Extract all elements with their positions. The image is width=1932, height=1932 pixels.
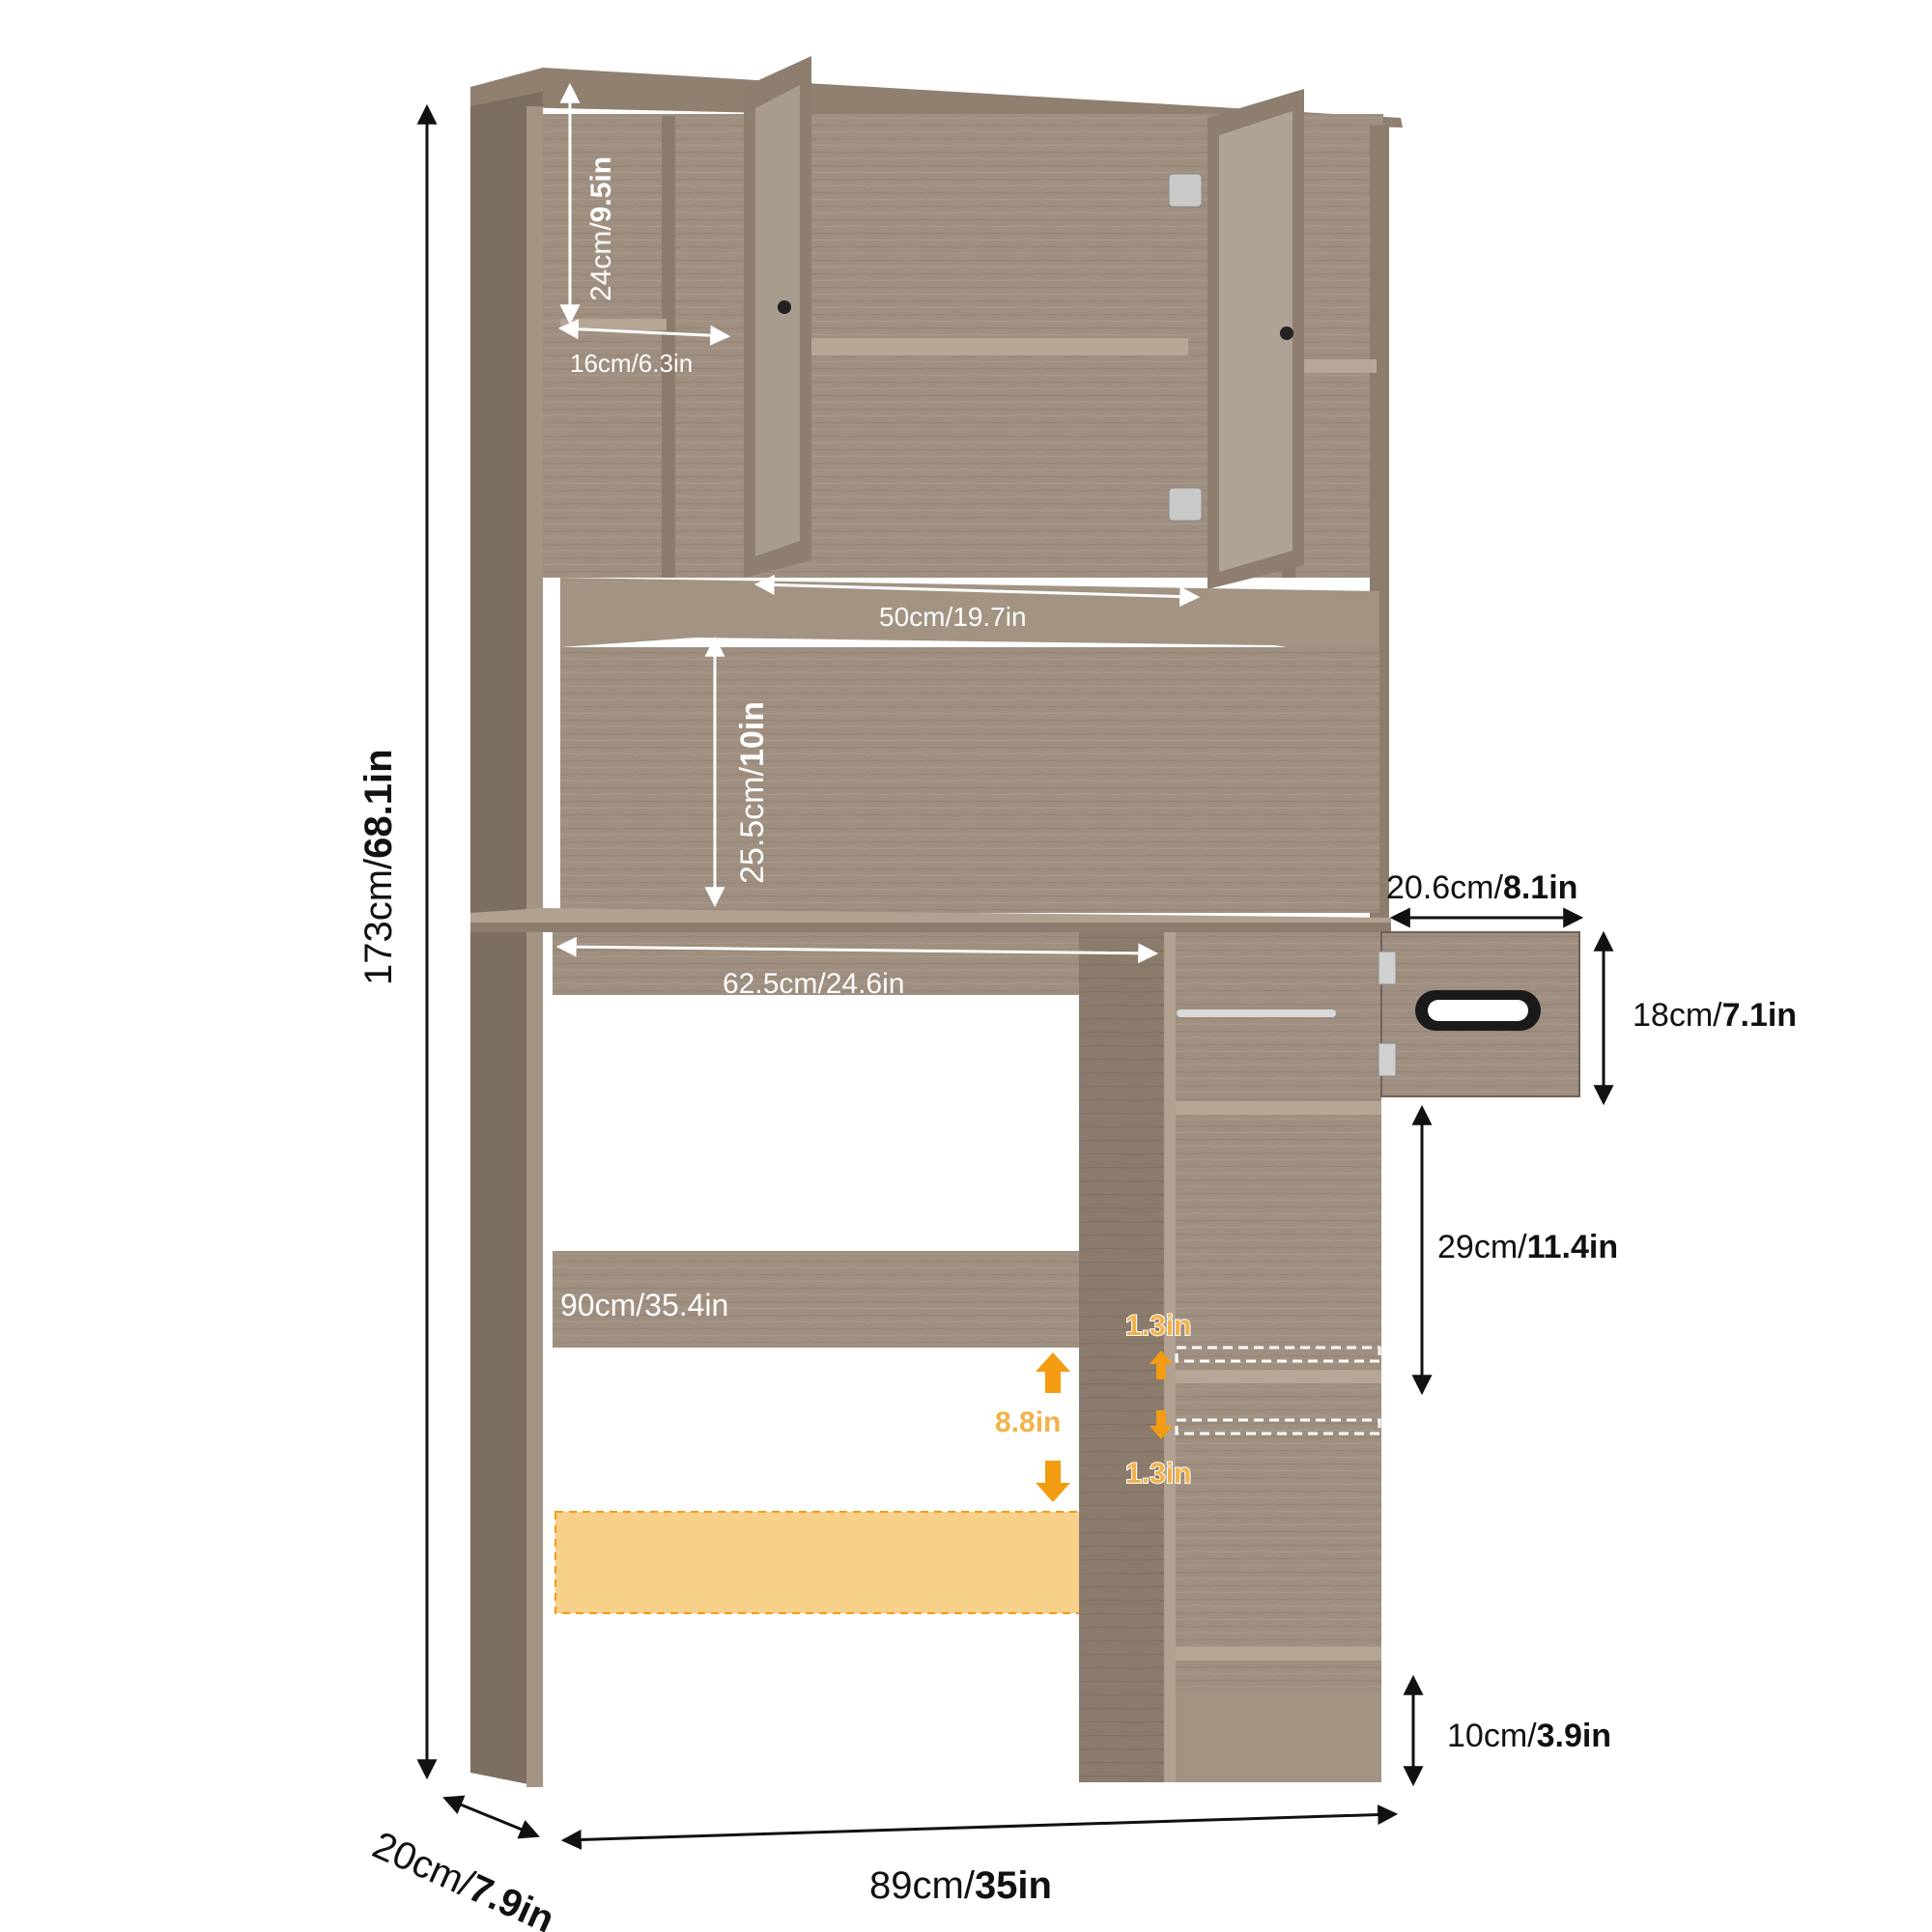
up-arrow-icon bbox=[1036, 1352, 1070, 1393]
cabinet-illustration bbox=[470, 56, 1580, 1787]
left-door-glass-pane bbox=[755, 85, 800, 556]
tissue-slot-inner bbox=[1428, 1000, 1528, 1021]
adjust-indicators bbox=[1036, 1350, 1173, 1502]
door-knob-icon[interactable] bbox=[778, 300, 791, 314]
flip-door-width-cm: 20.6cm/ bbox=[1386, 869, 1503, 906]
tower-shelf-2 bbox=[1176, 1370, 1381, 1383]
door-hinge-icon bbox=[1378, 1042, 1397, 1077]
toilet-space-width-label: 62.5cm/24.6in bbox=[723, 968, 904, 1000]
top-compartment-height-label: 24cm/9.5in bbox=[585, 156, 617, 301]
depth-cm: 20cm/ bbox=[366, 1824, 480, 1906]
right-tower-interior bbox=[1171, 932, 1381, 1782]
open-shelf-in: 10in bbox=[734, 701, 771, 767]
side-compartment-width-line bbox=[557, 319, 731, 346]
door-hinge-icon bbox=[1378, 951, 1397, 985]
depth-line bbox=[442, 1795, 540, 1839]
flip-door-width-label: 20.6cm/8.1in bbox=[1386, 869, 1577, 906]
tissue-rod bbox=[1177, 1009, 1336, 1017]
open-shelf-height-label: 25.5cm/10in bbox=[734, 701, 771, 884]
lower-crossbar bbox=[553, 1251, 1079, 1348]
crossbar-adjust-range bbox=[554, 1511, 1088, 1614]
flip-door-height-label: 18cm/7.1in bbox=[1633, 997, 1797, 1034]
overall-height-label: 173cm/68.1in bbox=[357, 749, 400, 985]
up-arrow-icon bbox=[1150, 1350, 1173, 1379]
open-shelf-back bbox=[560, 647, 1379, 913]
door-hinge-icon bbox=[1168, 487, 1203, 522]
depth-label: 20cm/7.9in bbox=[366, 1824, 560, 1932]
shelf-adjust-down-label: 1.3in bbox=[1125, 1458, 1191, 1490]
bottom-base-height-label: 10cm/3.9in bbox=[1447, 1718, 1611, 1754]
tower-shelf-3 bbox=[1176, 1647, 1381, 1661]
down-arrow-icon bbox=[1036, 1461, 1070, 1502]
door-hinge-icon bbox=[1168, 173, 1203, 208]
left-compartment-divider bbox=[662, 116, 675, 578]
shelf-adjust-up-label: 1.3in bbox=[1125, 1310, 1191, 1342]
tower-shelf-1 bbox=[1176, 1101, 1381, 1115]
top-compartment-in: 9.5in bbox=[585, 156, 617, 222]
counter-top-edge bbox=[470, 923, 1391, 932]
dimension-labels: 173cm/68.1in 20cm/7.9in 89cm/35in 24cm/9… bbox=[357, 156, 1797, 1932]
cabinet-inner-width-line bbox=[753, 574, 1201, 608]
side-shelf-cm: 29cm/ bbox=[1437, 1229, 1527, 1265]
down-arrow-icon bbox=[1150, 1410, 1173, 1439]
right-door-glass-pane bbox=[1219, 111, 1293, 572]
crossbar-adjust-label: 8.8in bbox=[995, 1406, 1061, 1438]
top-compartment-cm: 24cm/ bbox=[585, 222, 617, 301]
overall-height-cm: 173cm/ bbox=[357, 858, 400, 985]
bottom-base-in: 3.9in bbox=[1537, 1718, 1611, 1754]
shelf-adjust-line-down bbox=[1175, 1418, 1381, 1435]
top-board bbox=[470, 68, 1403, 128]
overall-width-cm: 89cm/ bbox=[869, 1864, 976, 1907]
left-front-edge bbox=[526, 106, 543, 1787]
dimension-lines bbox=[416, 82, 1614, 1850]
overall-width-in: 35in bbox=[975, 1864, 1052, 1907]
open-shelf-cm: 25.5cm/ bbox=[734, 767, 771, 884]
toilet-space-width-line bbox=[555, 936, 1159, 964]
door-knob-icon[interactable] bbox=[1280, 327, 1293, 340]
depth-in: 7.9in bbox=[463, 1866, 560, 1932]
overall-width-label: 89cm/35in bbox=[869, 1864, 1052, 1907]
overall-width-line bbox=[560, 1804, 1399, 1850]
right-compartment-shelf bbox=[1294, 359, 1377, 373]
left-side-panel bbox=[470, 92, 543, 1787]
side-shelf-in: 11.4in bbox=[1527, 1229, 1619, 1265]
center-shelf bbox=[811, 338, 1188, 355]
right-tower-front-edge bbox=[1164, 932, 1176, 1782]
flip-door-height-cm: 18cm/ bbox=[1633, 997, 1722, 1034]
bottom-base-cm: 10cm/ bbox=[1447, 1718, 1537, 1754]
shelf-adjust-line-up bbox=[1175, 1346, 1381, 1363]
cabinet-inner-width-label: 50cm/19.7in bbox=[879, 602, 1027, 632]
overall-height-in: 68.1in bbox=[357, 749, 400, 858]
side-shelf-height-label: 29cm/11.4in bbox=[1437, 1229, 1618, 1265]
flip-door-height-in: 7.1in bbox=[1722, 997, 1797, 1034]
toilet-space-height-label: 90cm/35.4in bbox=[560, 1288, 728, 1322]
tower-base-front bbox=[1176, 1690, 1381, 1782]
flip-door-width-in: 8.1in bbox=[1503, 869, 1577, 906]
side-compartment-width-label: 16cm/6.3in bbox=[570, 349, 693, 378]
